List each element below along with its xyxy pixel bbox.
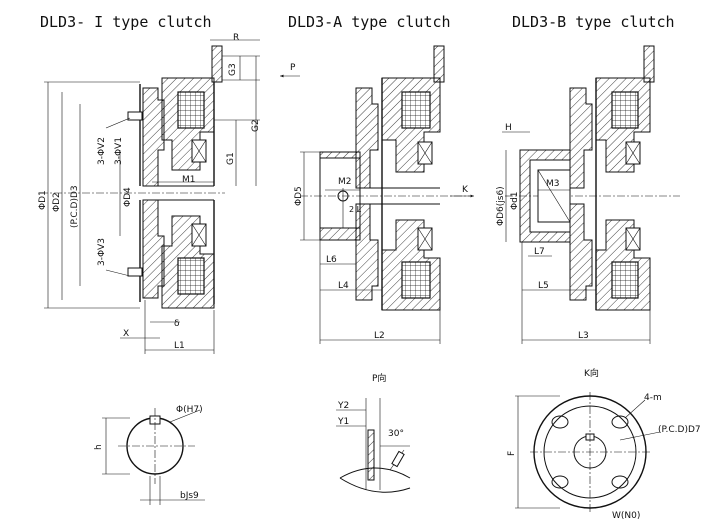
label-d4: ΦD4 [123,187,133,207]
label-f: F [507,451,517,456]
label-l3: L3 [578,331,589,341]
b-type-section-view [502,45,680,344]
label-r: R [233,33,239,43]
title-i-type: DLD3- I type clutch [40,13,212,31]
label-l1: L1 [174,341,185,351]
label-d1-small: Φd1 [510,191,520,210]
label-2l: 2 L [349,205,362,214]
label-angle: 30° [388,429,404,439]
title-a-type: DLD3-A type clutch [288,13,451,31]
b-type-labels: H ΦD6(js6) Φd1 M3 L7 L5 L3 [496,123,589,341]
label-k-view-title: K向 [584,367,599,379]
label-y1: Y1 [337,417,349,427]
label-h-small: h [94,444,104,450]
k-direction-labels: K向 4-m (P.C.D)D7 F W(N0) [507,367,701,520]
label-wn0: W(N0) [612,511,640,520]
label-l2: L2 [374,331,385,341]
label-pcd7: (P.C.D)D7 [658,425,701,435]
label-g3: G3 [228,63,238,76]
label-l7: L7 [534,247,545,257]
label-v3: 3-ΦV3 [97,238,107,266]
i-type-section-view [40,39,300,354]
p-direction-labels: P向 Y2 Y1 30° [337,372,404,439]
label-m1: M1 [182,175,196,185]
label-l6: L6 [326,255,337,265]
label-g2: G2 [251,119,261,132]
bore-keyway-view [102,408,205,505]
label-d6: ΦD6(js6) [496,186,506,226]
label-m2: M2 [338,177,352,187]
i-type-labels: R G3 G2 G1 P ΦD1 ΦD2 (P.C.D)D3 3-ΦV2 3-Φ… [38,33,296,351]
label-m3: M3 [546,179,560,189]
a-type-section-view [300,45,474,344]
label-x: X [123,329,129,339]
label-k: K [462,185,469,195]
label-d2: ΦD2 [52,192,62,212]
label-g1: G1 [226,152,236,165]
label-d5: ΦD5 [294,186,304,206]
a-type-labels: ΦD5 M2 2 L K L6 L4 L2 [294,177,469,341]
bore-keyway-labels: h Φ(H7) bJs9 [94,405,203,501]
k-direction-view [515,392,661,512]
label-l4: L4 [338,281,349,291]
label-bjs9: bJs9 [180,491,199,501]
label-delta: δ [174,319,180,329]
label-v2: 3-ΦV2 [97,137,107,165]
title-b-type: DLD3-B type clutch [512,13,675,31]
label-y2: Y2 [337,401,349,411]
label-pcd3: (P.C.D)D3 [70,185,80,228]
label-v1: 3-ΦV1 [114,137,124,165]
label-p: P [290,63,296,73]
label-d1: ΦD1 [38,190,48,210]
p-direction-view [336,398,411,493]
label-h: H [505,123,512,133]
label-l5: L5 [538,281,549,291]
label-4m: 4-m [644,393,662,403]
label-p-view-title: P向 [372,372,386,384]
label-phi-h7: Φ(H7) [176,405,203,415]
